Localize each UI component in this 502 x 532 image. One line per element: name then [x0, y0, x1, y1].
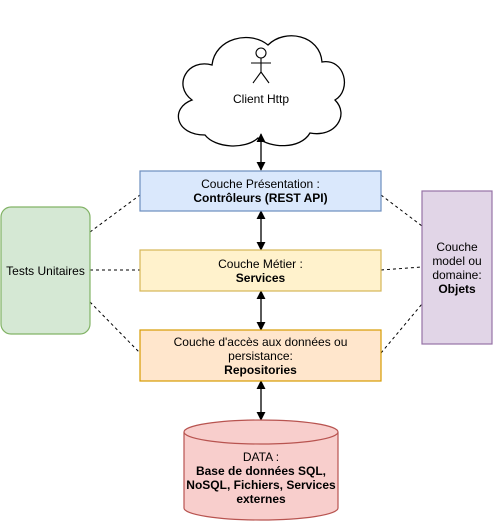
- model-line3: domaine:: [432, 267, 482, 282]
- presentation-subtitle: Contrôleurs (REST API): [193, 191, 328, 205]
- data-line2: NoSQL, Fichiers, Services: [186, 478, 336, 492]
- dash-model-metier: [380, 266, 423, 271]
- data-layer: DATA : Base de données SQL, NoSQL, Fichi…: [184, 450, 338, 512]
- data-cylinder: [183, 419, 339, 521]
- metier-box: [139, 249, 382, 292]
- tests-unitaires-layer: Tests Unitaires: [1, 207, 90, 334]
- metier-layer: Couche Métier : Services: [140, 250, 381, 291]
- model-layer: Couche model ou domaine: Objets: [422, 191, 492, 344]
- acces-title-line1: Couche d'accès aux données ou: [173, 334, 348, 349]
- model-line1: Couche: [436, 239, 478, 254]
- dash-tests-presentation: [89, 194, 141, 233]
- presentation-layer: Couche Présentation : Contrôleurs (REST …: [140, 171, 381, 211]
- dash-tests-acces: [89, 301, 141, 354]
- user-icon: [251, 47, 271, 84]
- client-label: Client Http: [211, 92, 311, 106]
- presentation-title: Couche Présentation :: [201, 177, 320, 191]
- dash-model-presentation: [380, 194, 423, 227]
- model-line2: model ou: [432, 253, 482, 268]
- tests-unitaires-box: [0, 206, 91, 335]
- metier-subtitle: Services: [235, 270, 286, 285]
- data-title: DATA :: [242, 450, 280, 464]
- dash-model-acces: [380, 303, 423, 354]
- acces-layer: Couche d'accès aux données ou persistanc…: [140, 330, 381, 381]
- data-line1: Base de données SQL,: [195, 464, 327, 478]
- client-cloud: [177, 35, 345, 147]
- acces-title-line2: persistance:: [228, 348, 293, 363]
- data-line3: externes: [236, 492, 286, 506]
- acces-subtitle: Repositories: [224, 362, 297, 377]
- metier-title: Couche Métier :: [218, 256, 303, 271]
- acces-box: [139, 329, 382, 382]
- model-bold: Objets: [438, 281, 476, 296]
- model-box: [421, 190, 493, 345]
- client-label-text: Client Http: [232, 92, 290, 106]
- presentation-box: [139, 170, 382, 212]
- tests-unitaires-label: Tests Unitaires: [6, 263, 85, 278]
